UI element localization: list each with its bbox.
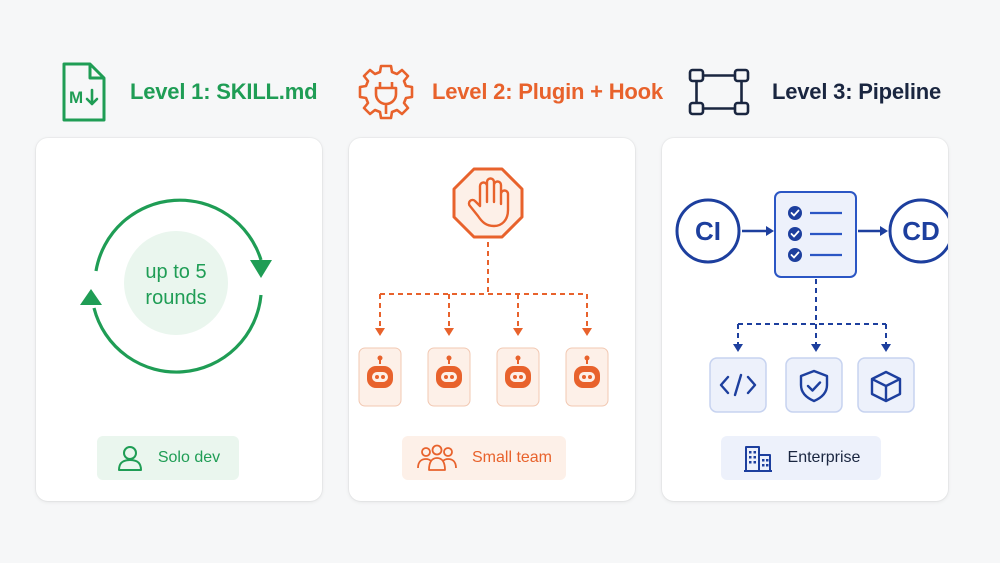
code-icon bbox=[719, 373, 757, 397]
agent-tile-2 bbox=[427, 347, 471, 407]
audience-badge-solo: Solo dev bbox=[97, 436, 239, 480]
pipeline-diagram: CI CD bbox=[675, 191, 948, 413]
agent-tile-1 bbox=[358, 347, 402, 407]
level-2-card: Small team bbox=[349, 138, 635, 501]
robot-icon bbox=[505, 355, 531, 388]
ci-node bbox=[675, 198, 741, 264]
team-icon bbox=[417, 444, 457, 471]
pipeline-icon bbox=[688, 68, 750, 116]
agent-tile-3 bbox=[496, 347, 540, 407]
rounds-text-line2: rounds bbox=[145, 287, 206, 309]
level-1-title: Level 1: SKILL.md bbox=[130, 79, 318, 104]
level-2-title: Level 2: Plugin + Hook bbox=[432, 79, 663, 104]
audience-badge-enterprise: Enterprise bbox=[721, 436, 881, 480]
svg-text:M: M bbox=[69, 88, 83, 107]
robot-icon bbox=[367, 355, 393, 388]
level-1-card: up to 5 rounds Solo dev bbox=[36, 138, 322, 501]
audience-badge-team: Small team bbox=[402, 436, 566, 480]
level-3-title: Level 3: Pipeline bbox=[772, 79, 942, 104]
level-1-header: M Level 1: SKILL.md bbox=[60, 56, 318, 128]
agent-tile-4 bbox=[565, 347, 609, 407]
loop-arc-top bbox=[94, 198, 263, 272]
robot-icon bbox=[436, 355, 462, 388]
loop-arc-bottom bbox=[92, 294, 263, 374]
audience-label: Solo dev bbox=[157, 449, 221, 466]
ci-label: CI bbox=[695, 216, 721, 246]
user-icon bbox=[117, 446, 142, 471]
audience-label: Enterprise bbox=[787, 449, 861, 466]
gear-plug-icon bbox=[358, 64, 414, 120]
rounds-bubble bbox=[124, 231, 228, 335]
cube-icon bbox=[870, 370, 902, 403]
building-icon bbox=[743, 446, 772, 472]
loop-arrow-up bbox=[80, 289, 102, 305]
audience-label: Small team bbox=[471, 449, 553, 466]
output-tile-security bbox=[785, 357, 843, 413]
stop-hand-icon bbox=[467, 177, 510, 228]
shield-check-icon bbox=[799, 369, 829, 403]
checklist-icon bbox=[788, 206, 842, 262]
level-2-header: Level 2: Plugin + Hook bbox=[356, 56, 663, 128]
output-tile-code bbox=[709, 357, 767, 413]
loop-diagram: up to 5 rounds bbox=[80, 198, 272, 374]
cd-label: CD bbox=[902, 216, 940, 246]
rounds-text-line1: up to 5 bbox=[145, 261, 206, 283]
markdown-file-icon: M bbox=[62, 62, 106, 122]
level-3-header: Level 3: Pipeline bbox=[686, 56, 941, 128]
cd-node bbox=[888, 198, 948, 264]
level-3-card: CI CD bbox=[662, 138, 948, 501]
hook-diagram bbox=[358, 167, 609, 407]
robot-icon bbox=[574, 355, 600, 388]
loop-arrow-down bbox=[250, 260, 272, 278]
output-tile-package bbox=[857, 357, 915, 413]
